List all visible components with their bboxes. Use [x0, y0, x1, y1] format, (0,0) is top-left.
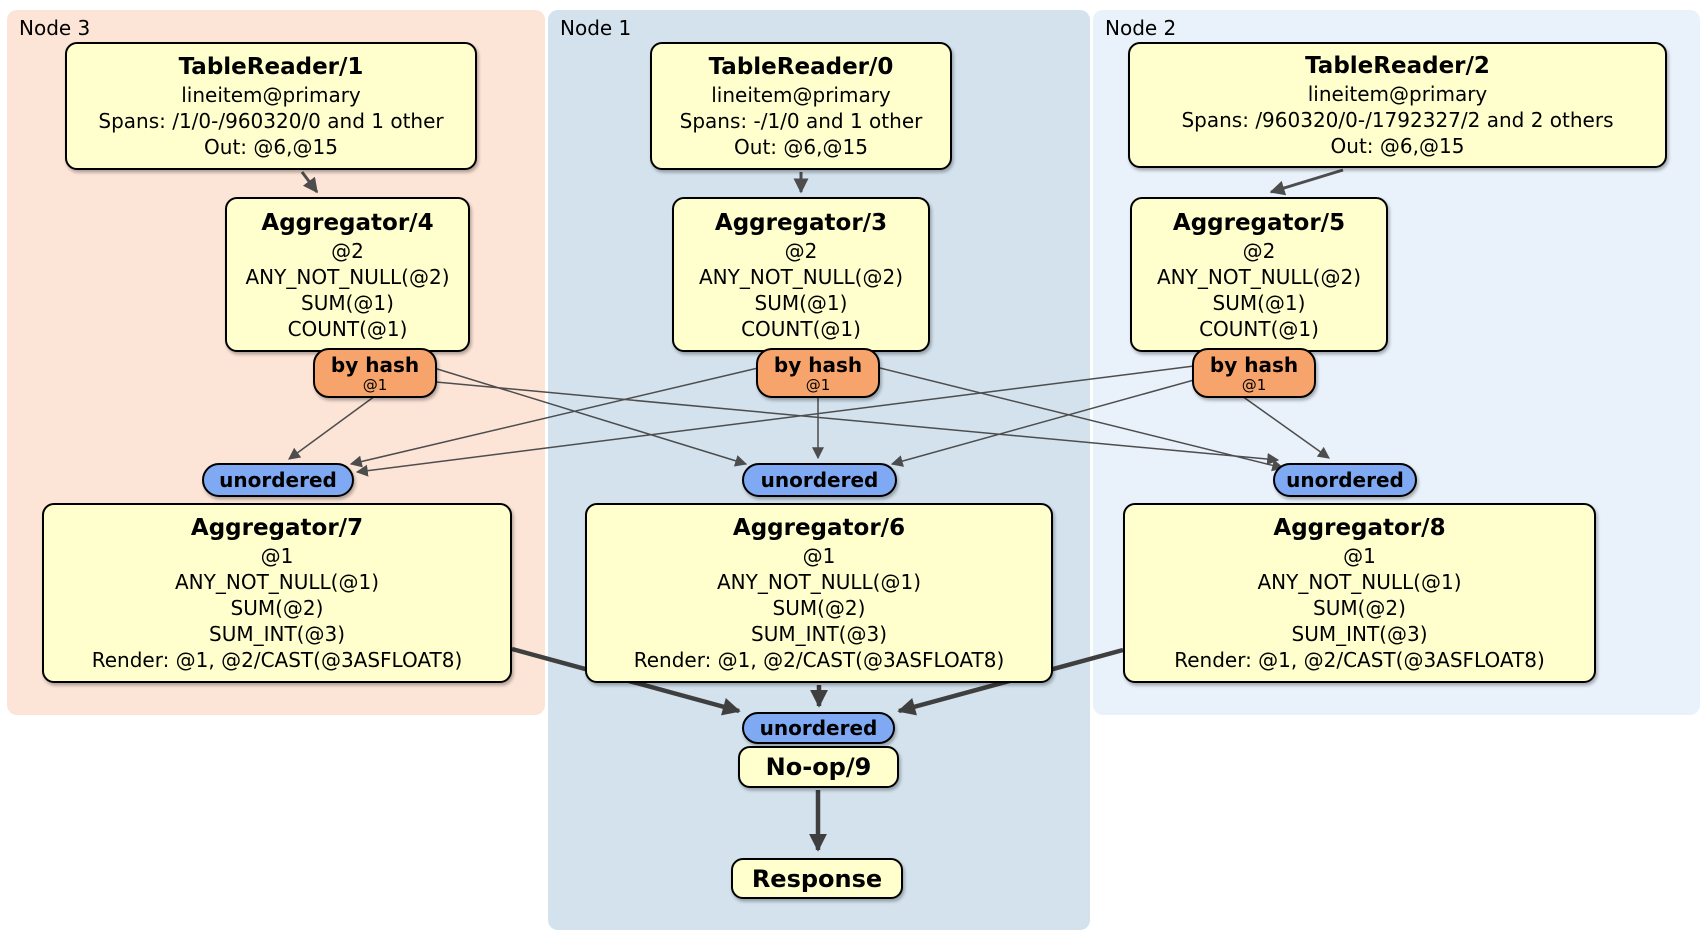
- sync-unordered-node2: unordered: [1273, 463, 1417, 497]
- aggregator-5-line-2: SUM(@1): [1212, 290, 1306, 315]
- aggregator-6-line-0: @1: [802, 544, 836, 568]
- aggregator-5-title: Aggregator/5: [1172, 209, 1346, 236]
- tablereader-1-line-2: Out: @6,@15: [204, 135, 338, 159]
- tablereader-0-line-0: lineitem@primary: [711, 83, 891, 107]
- tablereader-0-title: TableReader/0: [708, 54, 894, 80]
- aggregator-8-line-0: @1: [1343, 544, 1376, 568]
- tablereader-0-line-1: Spans: -/1/0 and 1 other: [679, 109, 923, 133]
- tablereader-0-line-2: Out: @6,@15: [734, 135, 868, 159]
- tablereader-1-line-1: Spans: /1/0-/960320/0 and 1 other: [98, 109, 444, 133]
- aggregator-7-line-2: SUM(@2): [230, 596, 324, 620]
- aggregator-3-line-0: @2: [784, 238, 818, 263]
- aggregator-4-line-0: @2: [331, 238, 364, 263]
- aggregator-6-line-2: SUM(@2): [772, 596, 866, 620]
- aggregator-8-line-1: ANY_NOT_NULL(@1): [1257, 570, 1462, 594]
- aggregator-7-title: Aggregator/7: [190, 515, 364, 541]
- aggregator-4-line-3: COUNT(@1): [287, 316, 408, 341]
- region-node2-label: Node 2: [1105, 16, 1177, 40]
- router-by-hash-node3: by hash@1: [313, 348, 437, 398]
- aggregator-6-line-3: SUM_INT(@3): [751, 622, 887, 646]
- aggregator-7-line-0: @1: [260, 544, 294, 568]
- router-by-hash-node1-sub: @1: [805, 375, 831, 394]
- aggregator-7-line-3: SUM_INT(@3): [209, 622, 345, 646]
- aggregator-8-title: Aggregator/8: [1273, 515, 1446, 541]
- aggregator-6-line-1: ANY_NOT_NULL(@1): [717, 570, 921, 594]
- aggregator-5-line-0: @2: [1242, 238, 1276, 263]
- router-by-hash-node3-sub: @1: [362, 375, 388, 394]
- aggregator-4-line-1: ANY_NOT_NULL(@2): [245, 264, 450, 289]
- response: Response: [731, 858, 903, 899]
- sync-unordered-node3-label: unordered: [219, 468, 337, 492]
- router-by-hash-node1: by hash@1: [756, 348, 880, 398]
- aggregator-7-line-1: ANY_NOT_NULL(@1): [175, 570, 379, 594]
- tablereader-1-title: TableReader/1: [178, 54, 364, 80]
- sync-unordered-final-label: unordered: [759, 716, 878, 740]
- aggregator-4-line-2: SUM(@1): [301, 290, 394, 315]
- sync-unordered-node1-label: unordered: [760, 468, 879, 492]
- region-node1-label: Node 1: [560, 16, 632, 40]
- aggregator-8-line-2: SUM(@2): [1313, 596, 1406, 620]
- noop-9-title: No-op/9: [765, 753, 872, 781]
- tablereader-2-title: TableReader/2: [1305, 53, 1490, 79]
- router-by-hash-node2-title: by hash: [1209, 352, 1299, 377]
- router-by-hash-node3-title: by hash: [330, 352, 420, 377]
- tablereader-1-line-0: lineitem@primary: [181, 83, 361, 107]
- tablereader-2-line-2: Out: @6,@15: [1330, 134, 1465, 158]
- noop-9: No-op/9: [738, 746, 899, 788]
- router-by-hash-node2-sub: @1: [1241, 375, 1267, 394]
- region-node3-label: Node 3: [19, 16, 91, 40]
- sync-unordered-node3: unordered: [202, 463, 354, 497]
- aggregator-8-line-4: Render: @1, @2/CAST(@3ASFLOAT8): [1174, 648, 1545, 672]
- aggregator-6-title: Aggregator/6: [732, 515, 906, 541]
- tablereader-2-line-0: lineitem@primary: [1307, 82, 1488, 106]
- router-by-hash-node1-title: by hash: [773, 352, 863, 377]
- aggregator-3-line-1: ANY_NOT_NULL(@2): [699, 264, 903, 289]
- router-by-hash-node2: by hash@1: [1192, 348, 1316, 398]
- aggregator-6-line-4: Render: @1, @2/CAST(@3ASFLOAT8): [633, 648, 1005, 672]
- sync-unordered-final: unordered: [742, 712, 895, 744]
- aggregator-3-line-3: COUNT(@1): [741, 316, 861, 341]
- tablereader-2-line-1: Spans: /960320/0-/1792327/2 and 2 others: [1181, 108, 1614, 132]
- sync-unordered-node1: unordered: [742, 463, 897, 497]
- aggregator-5-line-3: COUNT(@1): [1199, 316, 1319, 341]
- aggregator-7-line-4: Render: @1, @2/CAST(@3ASFLOAT8): [91, 648, 463, 672]
- aggregator-4-title: Aggregator/4: [261, 209, 434, 236]
- aggregator-3-title: Aggregator/3: [714, 209, 888, 236]
- response-title: Response: [751, 864, 883, 893]
- aggregator-5-line-1: ANY_NOT_NULL(@2): [1157, 264, 1361, 289]
- aggregator-3-line-2: SUM(@1): [754, 290, 848, 315]
- aggregator-8-line-3: SUM_INT(@3): [1291, 622, 1428, 646]
- sync-unordered-node2-label: unordered: [1286, 468, 1404, 492]
